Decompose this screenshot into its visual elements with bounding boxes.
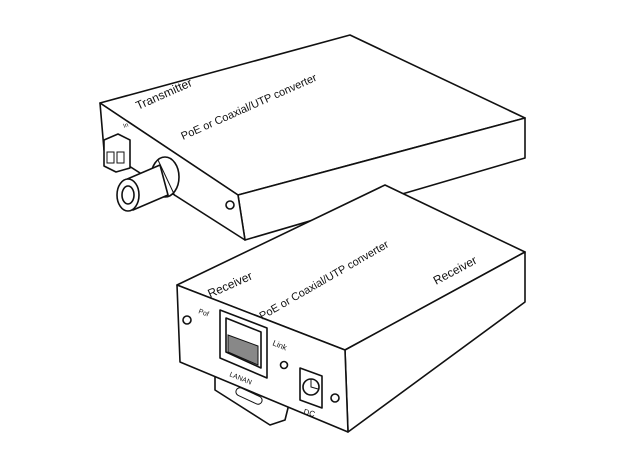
transmitter-port-label: In (123, 123, 130, 130)
dc-label: DC (302, 407, 316, 419)
transmitter-unit: Transmitter PoE or Coaxial/UTP converter… (99, 34, 526, 241)
pof-label: Pof (197, 308, 209, 318)
bnc-connector-icon (116, 156, 180, 212)
lan-port-icon (219, 309, 268, 379)
screw-icon (182, 315, 192, 325)
receiver-unit: Receiver PoE or Coaxial/UTP converter Re… (176, 184, 526, 433)
screw-icon (225, 200, 235, 210)
screw-icon (330, 393, 340, 403)
link-led-icon (279, 360, 289, 370)
terminal-block-icon (103, 133, 131, 173)
dc-jack-icon (299, 367, 323, 409)
